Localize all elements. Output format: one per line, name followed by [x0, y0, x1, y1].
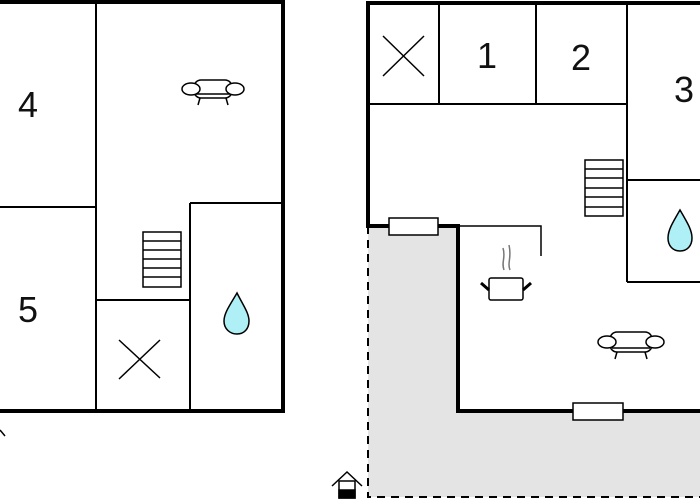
terrace-area: [368, 226, 700, 497]
toilet-x-icon: [382, 35, 425, 77]
cooking-pot-icon: [480, 244, 532, 301]
room-1-label: 1: [476, 35, 498, 76]
terrace-outline: [367, 226, 700, 498]
sofa-icon: [597, 331, 665, 360]
room-3-label: 3: [673, 69, 695, 110]
left-floor: [0, 0, 285, 437]
room-2-label: 2: [570, 37, 592, 78]
window-icon: [572, 402, 624, 421]
room-4-label: 4: [17, 84, 39, 125]
stairs-icon: [142, 231, 182, 288]
water-drop-icon: [667, 208, 693, 252]
stairs-icon: [584, 159, 624, 217]
room-5-label: 5: [17, 289, 39, 330]
toilet-x-icon: [118, 339, 161, 380]
window-icon: [388, 217, 439, 236]
water-drop-icon: [223, 291, 250, 335]
sofa-icon: [181, 79, 245, 106]
entrance-house-icon: [331, 470, 363, 499]
